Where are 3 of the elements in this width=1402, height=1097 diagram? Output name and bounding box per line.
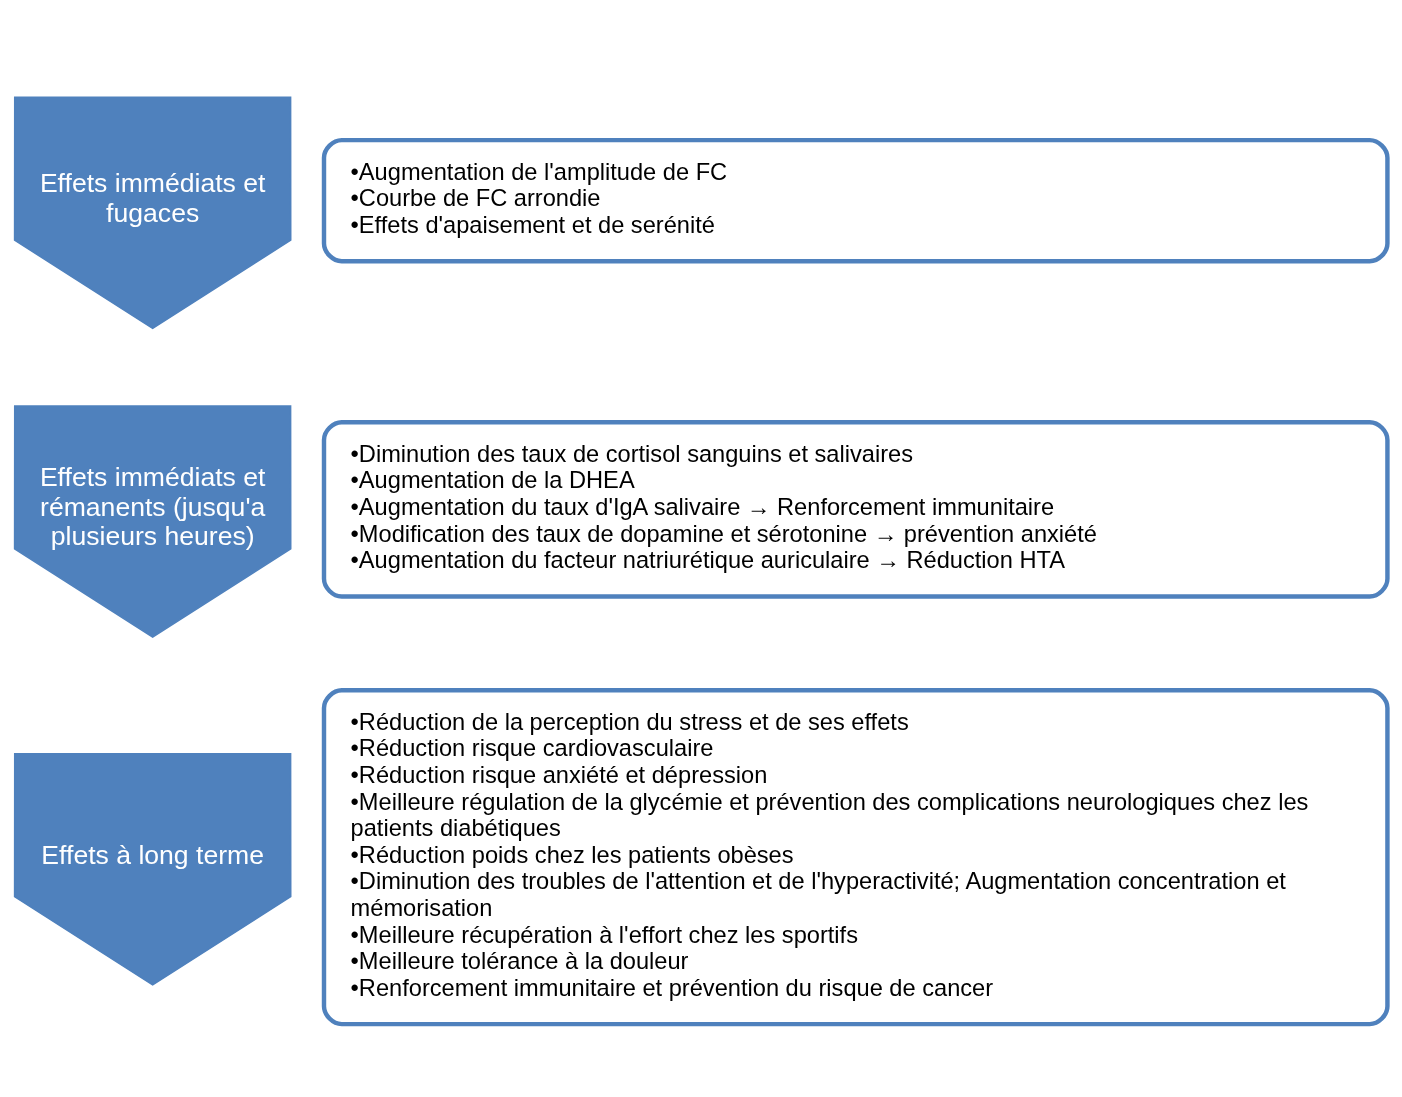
node-box: •Réduction de la perception du stress et de ses effets •Réduction risque cardiovasculaire •Réduction risque anxiété et dépression •Meilleure régulation de la glycémie et prévention des complications neurologiques chez les patients diabétiques •Réduction poids chez les patients obèses •Diminution des troubles de l'attention et de l'hyperactivité; Augmentation concentration et mémorisation •Meilleure récupération à l'effort chez les sportifs •Meilleure tolérance à la douleur •Renforcement immunitaire et prévention du risque de cancer: [321, 688, 1390, 1027]
node-box: •Diminution des taux de cortisol sanguins et salivaires •Augmentation de la DHEA •Augmentation du taux d'IgA salivaire → Renforcement immunitaire •Modification des taux de dopamine et sérotonine → prévention anxiété •Augmentation du facteur natriurétique auriculaire → Réduction HTA: [321, 420, 1390, 599]
node-box: •Augmentation de l'amplitude de FC •Courbe de FC arrondie •Effets d'apaisement et de serénité: [321, 137, 1390, 264]
